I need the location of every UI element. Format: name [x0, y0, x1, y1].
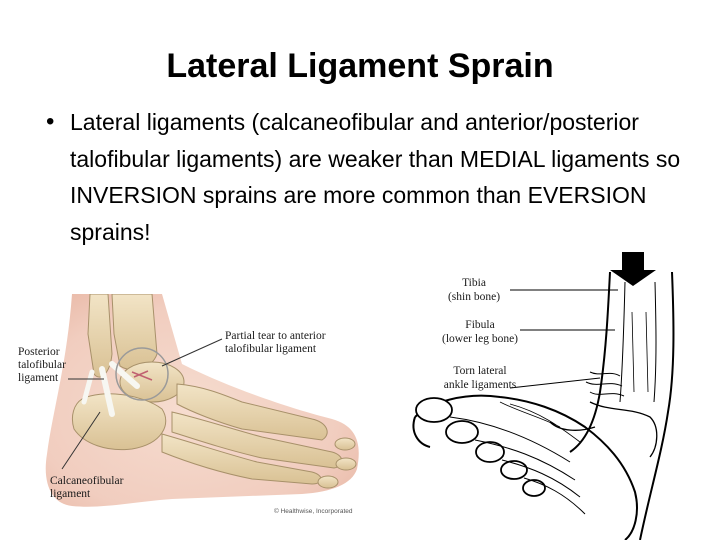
partial-tear-label-line2: talofibular ligament [225, 343, 317, 355]
tibia-label-line1: Tibia [462, 277, 486, 289]
partial-tear-label-line1: Partial tear to anterior [225, 330, 326, 342]
fibula-label-line2: (lower leg bone) [442, 333, 518, 345]
copyright-text: © Healthwise, Incorporated [274, 508, 353, 515]
bullet-marker: • [46, 108, 55, 135]
down-arrow-icon [610, 252, 656, 286]
posterior-label-line1: Posterior [18, 346, 60, 358]
posterior-label-line3: ligament [18, 372, 59, 384]
lateral-foot-illustration: Posterior talofibular ligament Partial t… [12, 294, 362, 520]
bullet-list: • Lateral ligaments (calcaneofibular and… [46, 104, 686, 250]
calcaneofibular-label-line1: Calcaneofibular [50, 475, 124, 487]
inversion-ankle-drawing [412, 252, 675, 540]
tibia-label-line2: (shin bone) [447, 291, 501, 303]
torn-ligaments-label-line2: ankle ligaments [443, 379, 517, 391]
inversion-ankle-illustration: Tibia (shin bone) Fibula (lower leg bone… [410, 252, 710, 540]
torn-ligaments-label-line1: Torn lateral [453, 365, 507, 377]
calcaneofibular-label-line2: ligament [50, 488, 91, 500]
bullet-text: Lateral ligaments (calcaneofibular and a… [70, 109, 681, 245]
lateral-foot-drawing [45, 294, 359, 507]
posterior-label-line2: talofibular [18, 359, 66, 371]
fibula-label-line1: Fibula [465, 319, 495, 331]
slide-title: Lateral Ligament Sprain [166, 47, 554, 85]
